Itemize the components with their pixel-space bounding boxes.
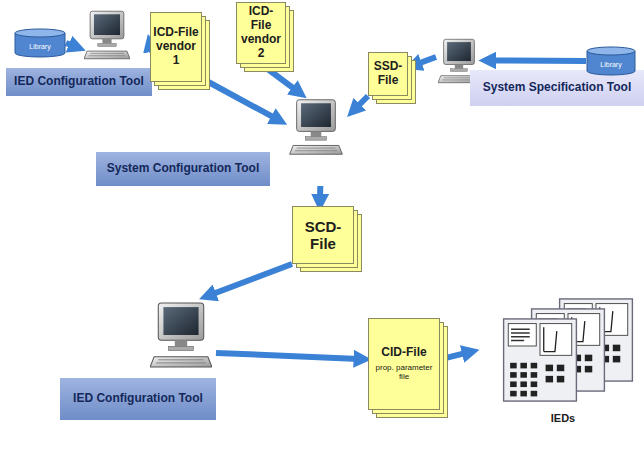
tool-label-band: System Configuration Tool [96,152,270,186]
computer-icon [84,11,130,59]
file-stack: CID-File prop. parameter file [368,318,440,410]
computer-icon [150,303,212,367]
flow-arrow [66,43,74,46]
computer-icon [290,100,343,154]
node-label: IEDs [551,412,575,424]
flow-arrow [261,64,297,91]
file-stack: ICD-File vendor 1 [150,12,202,82]
file-stack: ICD-File vendor 2 [236,2,286,64]
node-label: Library [29,43,50,50]
node-label: System Configuration Tool [107,162,259,176]
flow-arrow [356,96,368,108]
ied-device [504,319,577,401]
node-label: SCD-File [295,218,351,253]
file-stack: SSD-File [368,52,408,96]
flow-arrow [440,353,467,360]
tool-band: System Configuration Tool [284,96,350,186]
flow-arrow [202,79,276,119]
library-cylinder: Library [14,28,66,58]
node-label: CID-File [381,346,426,360]
flow-arrow [211,264,292,295]
tool-label-band: IED Configuration Tool [60,378,216,420]
node-label: ICD-File vendor 1 [153,26,199,67]
tool-band: IED Configuration Tool [148,298,216,420]
library-cylinder: Library [586,46,636,76]
node-label: System Specification Tool [483,81,631,95]
flow-arrow [216,353,359,359]
tool-label-band: System Specification Tool [470,70,644,106]
flow-arrow [416,57,436,64]
file-stack: SCD-File [292,206,354,264]
tool-label-band: IED Configuration Tool [6,68,152,96]
node-label: ICD-File vendor 2 [239,5,283,60]
node-label: Library [600,61,621,68]
tool-band: IED Configuration Tool [78,8,152,96]
node-label: IED Configuration Tool [73,392,203,406]
device-group: IEDs [476,296,640,426]
node-label: SSD-File [371,60,405,88]
flow-arrow [317,186,323,199]
tool-band: System Specification Tool [436,36,482,106]
flow-arrow [491,58,586,65]
node-sublabel: prop. parameter file [371,363,437,381]
node-label: IED Configuration Tool [14,75,144,89]
